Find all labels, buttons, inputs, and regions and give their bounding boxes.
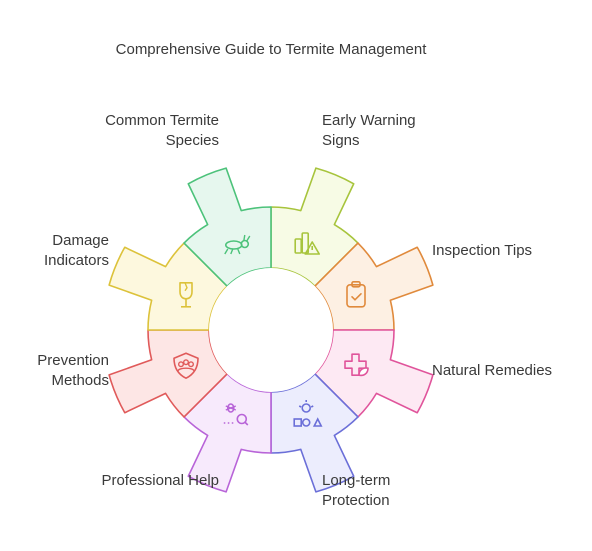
label-natural-remedies: Natural Remedies — [432, 362, 553, 379]
warning-signs-icon — [294, 232, 321, 255]
label-prevention-methods: Prevention Methods — [37, 352, 109, 389]
clipboard-check-icon — [346, 280, 366, 308]
bug-search-icon — [223, 403, 249, 426]
label-common-termite-species: Common Termite Species — [105, 112, 219, 149]
termite-icon — [224, 234, 251, 255]
label-professional-help: Professional Help — [101, 472, 219, 489]
broken-glass-icon — [179, 281, 193, 308]
label-early-warning-signs: Early Warning Signs — [322, 112, 416, 149]
label-long-term-protection: Long-term Protection — [322, 472, 391, 509]
shield-people-icon — [173, 352, 199, 380]
diagram-title: Comprehensive Guide to Termite Managemen… — [115, 41, 427, 58]
label-damage-indicators: Damage Indicators — [43, 232, 109, 269]
herbal-cross-icon — [344, 353, 369, 377]
label-inspection-tips: Inspection Tips — [432, 242, 533, 259]
gear-hub — [209, 268, 333, 392]
lightbulb-shapes-icon — [293, 400, 323, 427]
